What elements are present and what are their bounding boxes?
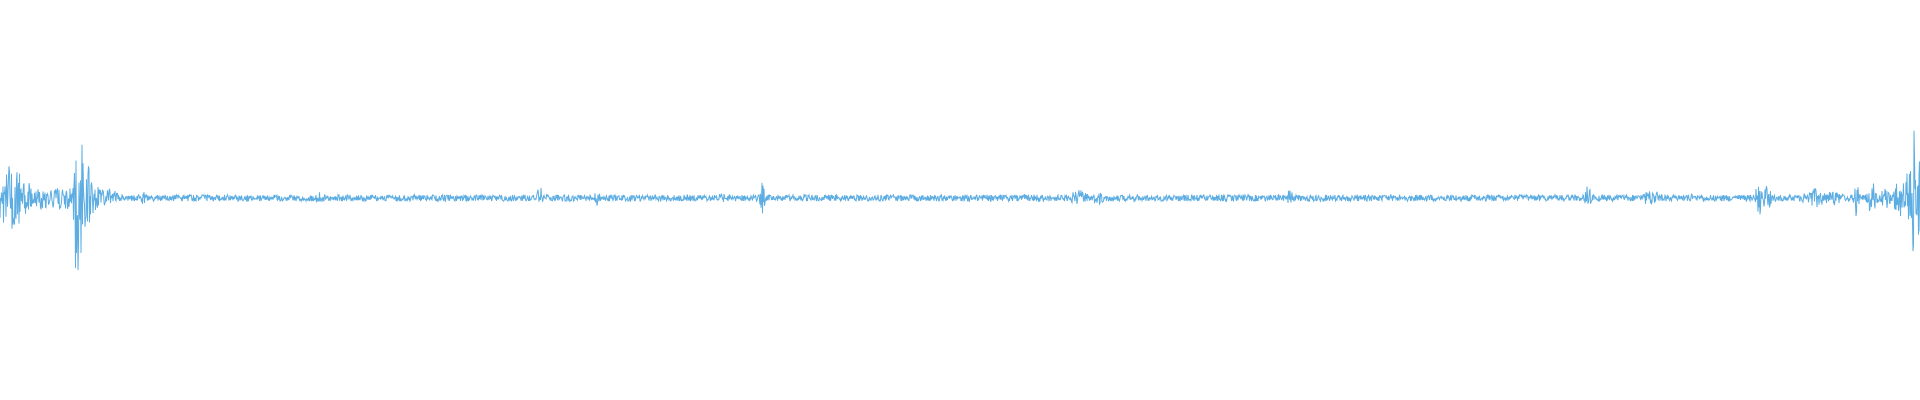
waveform-trace — [0, 130, 1920, 271]
